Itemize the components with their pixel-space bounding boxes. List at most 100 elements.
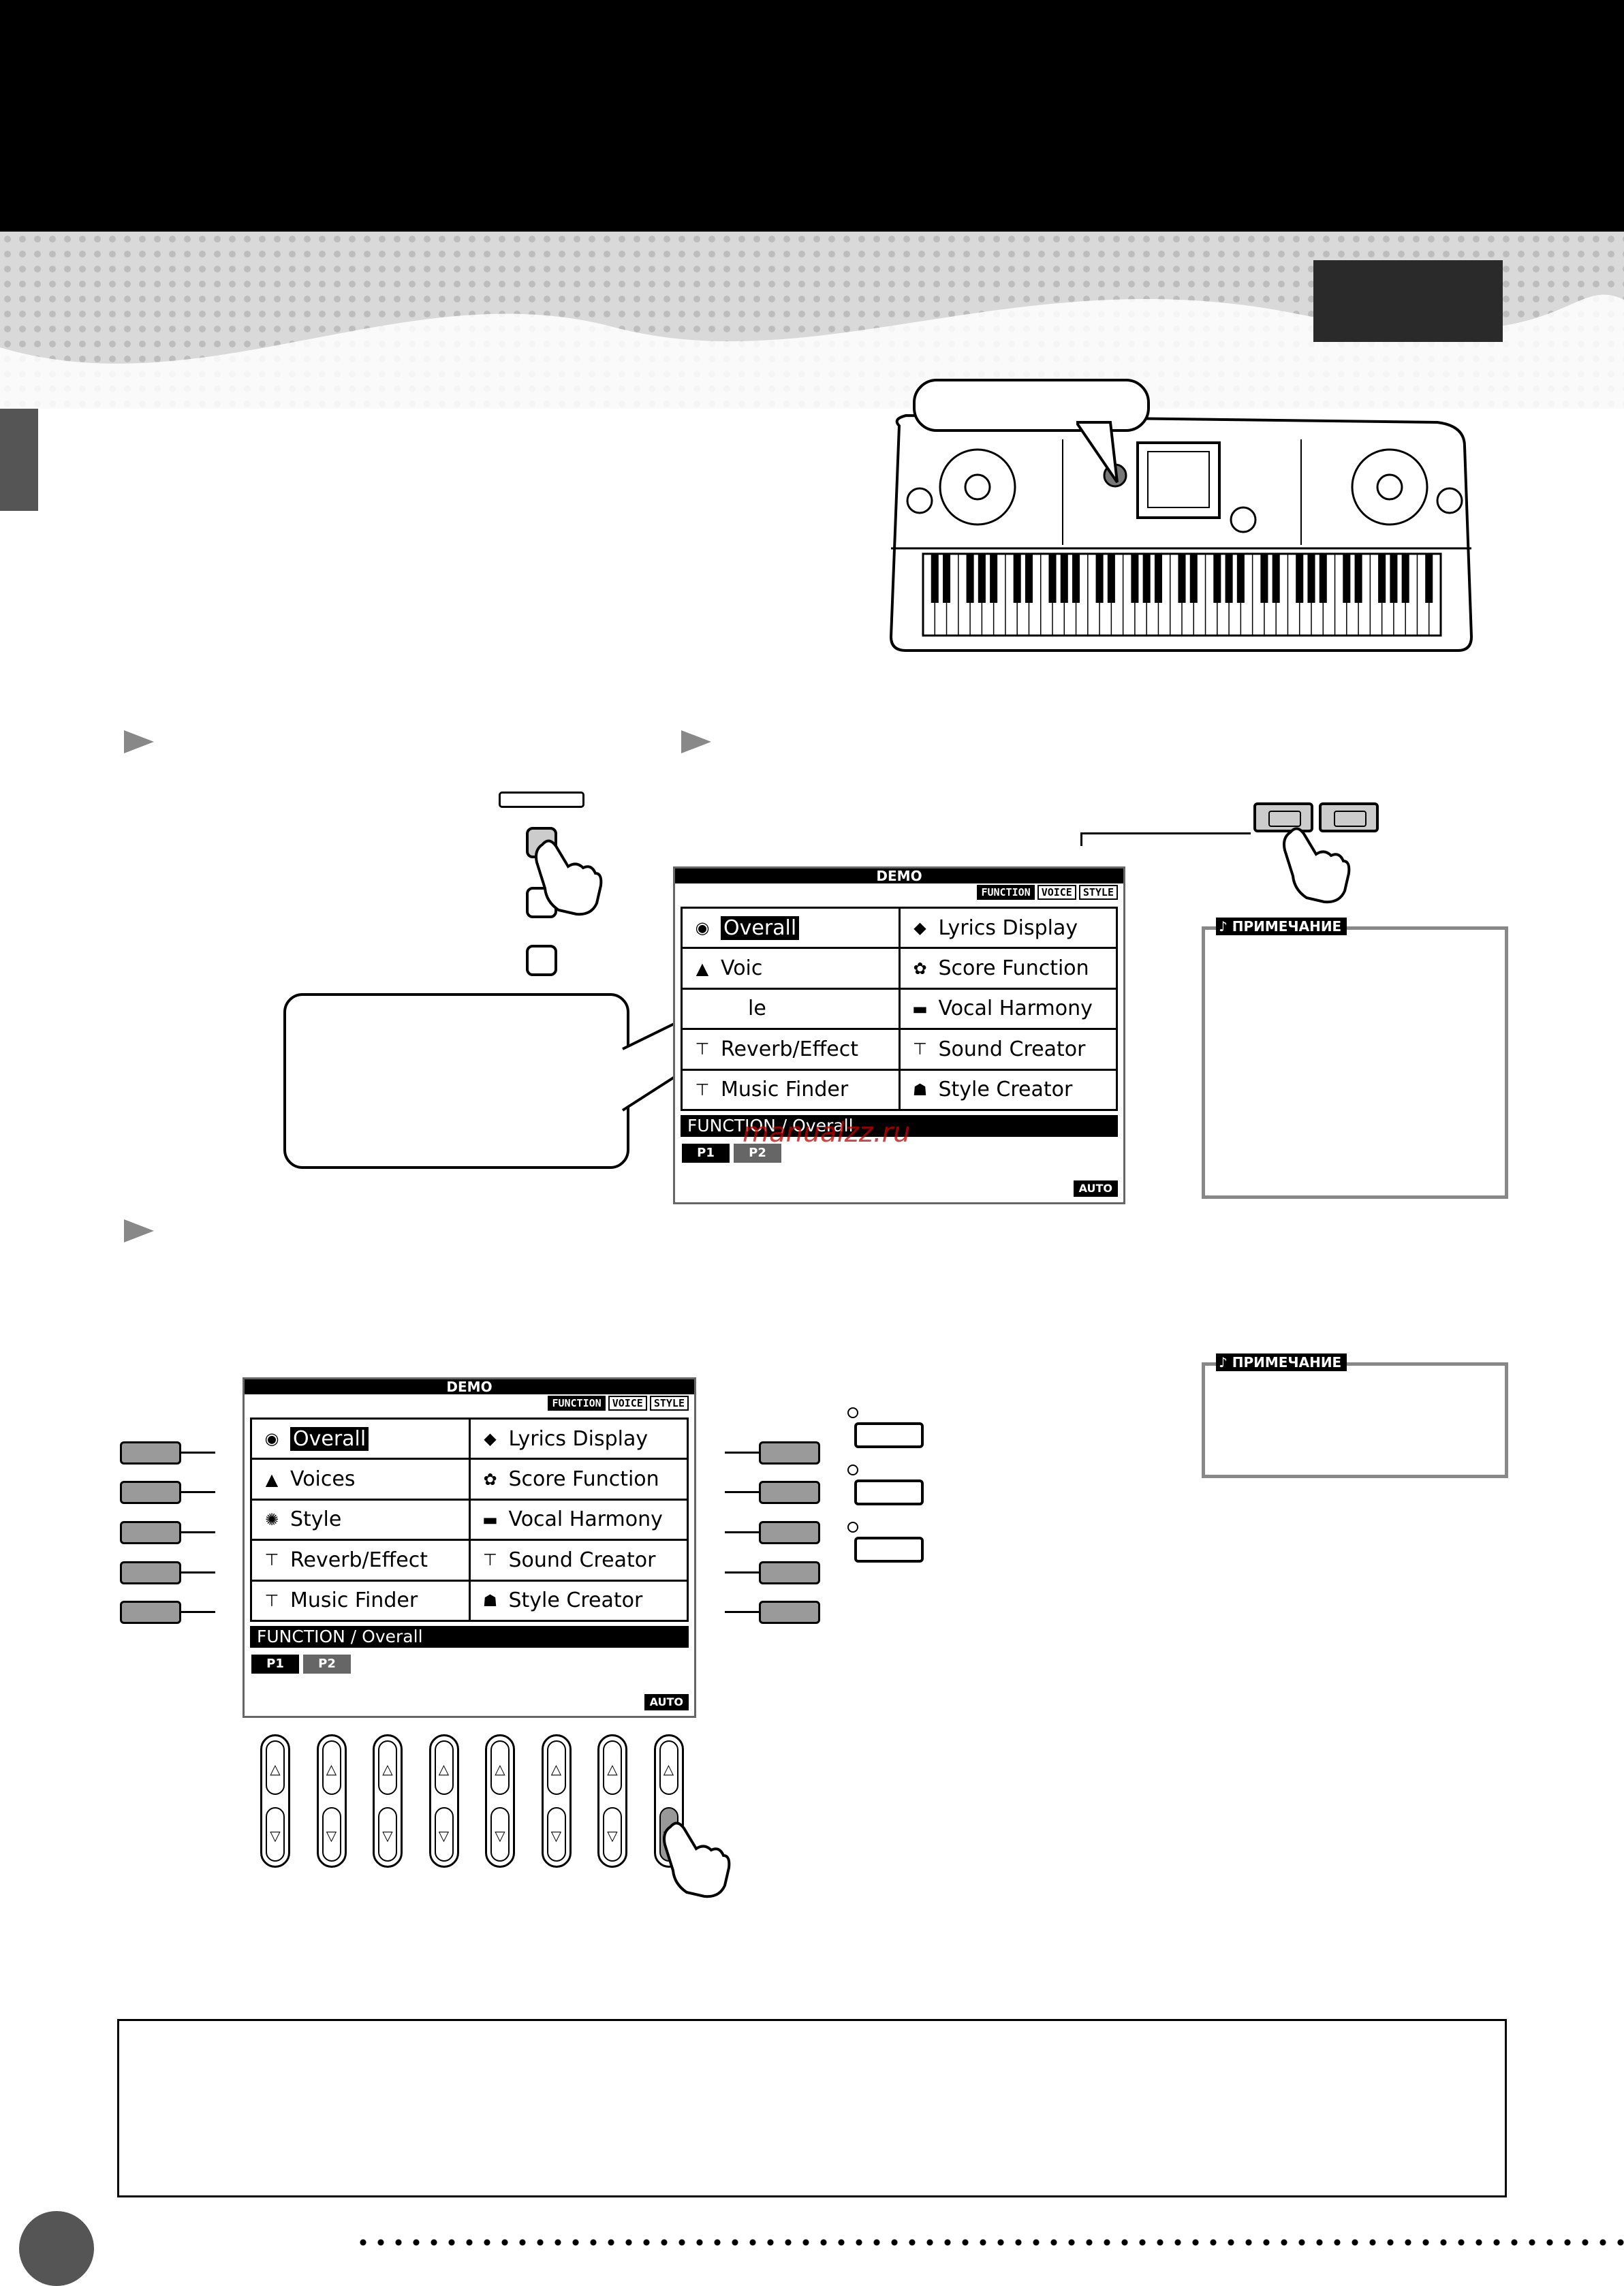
lcd-button-left-4[interactable] — [120, 1561, 181, 1584]
function-item[interactable]: ◉Overall — [683, 909, 899, 948]
down-arrow-icon[interactable]: ▽ — [378, 1807, 397, 1862]
pointing-hand-icon — [663, 1821, 731, 1898]
function-item[interactable]: ▬Vocal Harmony — [900, 989, 1116, 1029]
function-item-label: Style — [290, 1507, 342, 1532]
lcd-header: DEMO — [245, 1379, 694, 1394]
function-item[interactable]: ◆Lyrics Display — [900, 909, 1116, 948]
function-item-label: Score Function — [508, 1467, 659, 1492]
up-arrow-icon[interactable]: △ — [546, 1740, 566, 1795]
button-connector — [181, 1452, 215, 1454]
lcd-button-right-3[interactable] — [759, 1521, 820, 1544]
updown-button-4[interactable]: △▽ — [428, 1734, 459, 1868]
lcd-button-left-5[interactable] — [120, 1601, 181, 1624]
down-arrow-icon[interactable]: ▽ — [266, 1807, 285, 1862]
function-item[interactable]: ▲Voices — [252, 1460, 469, 1499]
updown-button-6[interactable]: △▽ — [541, 1734, 572, 1868]
up-arrow-icon[interactable]: △ — [490, 1740, 510, 1795]
function-item-label: Style Creator — [508, 1588, 643, 1613]
down-arrow-icon[interactable]: ▽ — [546, 1807, 566, 1862]
up-arrow-icon[interactable]: △ — [603, 1740, 622, 1795]
updown-button-2[interactable]: △▽ — [316, 1734, 347, 1868]
lcd-button-right-5[interactable] — [759, 1601, 820, 1624]
page-number-circle — [19, 2211, 94, 2286]
function-item[interactable]: ☗Style Creator — [470, 1581, 687, 1620]
button-connector — [725, 1531, 759, 1533]
mountain-icon: ▲ — [265, 1469, 279, 1489]
pointing-hand-icon — [1283, 827, 1351, 904]
up-arrow-icon[interactable]: △ — [322, 1740, 341, 1795]
updown-button-7[interactable]: △▽ — [597, 1734, 627, 1868]
function-item-label: le — [748, 997, 766, 1021]
down-arrow-icon[interactable]: ▽ — [434, 1807, 454, 1862]
function-item-label: Overall — [290, 1426, 369, 1451]
function-item[interactable]: ✿Score Function — [470, 1460, 687, 1499]
updown-button-1[interactable]: △▽ — [260, 1734, 290, 1868]
function-item[interactable]: ✿Score Function — [900, 949, 1116, 988]
page-tab-p2[interactable]: P2 — [303, 1655, 351, 1674]
function-item-label: Voic — [721, 956, 763, 981]
function-item[interactable]: ▬Vocal Harmony — [470, 1500, 687, 1539]
updown-button-3[interactable]: △▽ — [373, 1734, 403, 1868]
tab-style[interactable]: STYLE — [649, 1396, 689, 1411]
function-item[interactable]: ⊤Reverb/Effect — [252, 1541, 469, 1580]
page-tab-p1[interactable]: P1 — [251, 1655, 299, 1674]
panel-button-3[interactable] — [526, 945, 557, 976]
function-item[interactable]: ✺Style — [252, 1500, 469, 1539]
page-tab-p2[interactable]: P2 — [734, 1144, 781, 1163]
tab-function[interactable]: FUNCTION — [548, 1396, 606, 1411]
function-item[interactable]: ⊤Sound Creator — [900, 1030, 1116, 1069]
down-arrow-icon[interactable]: ▽ — [490, 1807, 510, 1862]
screen-callout — [283, 993, 629, 1169]
lcd-button-right-1[interactable] — [759, 1441, 820, 1465]
button-connector — [181, 1611, 215, 1613]
step-arrow-icon — [681, 730, 711, 753]
led-indicator — [847, 1465, 858, 1475]
chapter-side-tab — [0, 409, 38, 511]
pointing-hand-icon — [535, 839, 603, 916]
function-item[interactable]: ⊤Music Finder — [683, 1070, 899, 1109]
panel-button-right-3[interactable] — [854, 1537, 924, 1563]
button-connector — [725, 1611, 759, 1613]
auto-indicator: AUTO — [644, 1694, 689, 1710]
lcd-button-left-1[interactable] — [120, 1441, 181, 1465]
tab-function[interactable]: FUNCTION — [977, 885, 1035, 900]
down-arrow-icon[interactable]: ▽ — [603, 1807, 622, 1862]
note-label: ♪ ПРИМЕЧАНИЕ — [1216, 918, 1347, 935]
up-arrow-icon[interactable]: △ — [266, 1740, 285, 1795]
function-item-label: Overall — [721, 915, 800, 940]
panel-button-right-1[interactable] — [854, 1422, 924, 1448]
button-label-plate — [499, 792, 584, 808]
lcd-button-right-2[interactable] — [759, 1481, 820, 1504]
up-arrow-icon[interactable]: △ — [434, 1740, 454, 1795]
right-arrow-button[interactable] — [1319, 802, 1379, 832]
page-tab-p1[interactable]: P1 — [682, 1144, 730, 1163]
indicator-tick — [1080, 832, 1082, 846]
function-item[interactable]: ◉Overall — [252, 1420, 469, 1458]
lcd-button-left-3[interactable] — [120, 1521, 181, 1544]
updown-button-5[interactable]: △▽ — [485, 1734, 515, 1868]
chapter-label-box — [1313, 260, 1503, 342]
panel-button-right-2[interactable] — [854, 1479, 924, 1505]
lips-icon: ◆ — [914, 918, 926, 938]
function-item[interactable]: ✺le — [683, 989, 899, 1029]
function-grid: ◉Overall◆Lyrics Display▲Voices✿Score Fun… — [250, 1418, 689, 1622]
lcd-button-right-4[interactable] — [759, 1561, 820, 1584]
tab-voice[interactable]: VOICE — [608, 1396, 647, 1411]
function-item[interactable]: ◆Lyrics Display — [470, 1420, 687, 1458]
tab-voice[interactable]: VOICE — [1037, 885, 1076, 900]
dotted-rule — [354, 2238, 1624, 2246]
down-arrow-icon[interactable]: ▽ — [322, 1807, 341, 1862]
function-item[interactable]: ⊤Reverb/Effect — [683, 1030, 899, 1069]
tab-style[interactable]: STYLE — [1078, 885, 1118, 900]
lcd-screen-bottom: DEMO FUNCTION VOICE STYLE ◉Overall◆Lyric… — [243, 1377, 696, 1718]
function-item[interactable]: ⊤Sound Creator — [470, 1541, 687, 1580]
left-arrow-button[interactable] — [1253, 802, 1313, 832]
function-item[interactable]: ⊤Music Finder — [252, 1581, 469, 1620]
step-arrow-icon — [124, 1219, 154, 1242]
lcd-tabs: FUNCTION VOICE STYLE — [977, 885, 1118, 900]
up-arrow-icon[interactable]: △ — [378, 1740, 397, 1795]
function-item[interactable]: ▲Voic — [683, 949, 899, 988]
lcd-button-left-2[interactable] — [120, 1481, 181, 1504]
up-arrow-icon[interactable]: △ — [659, 1740, 678, 1795]
function-item[interactable]: ☗Style Creator — [900, 1070, 1116, 1109]
